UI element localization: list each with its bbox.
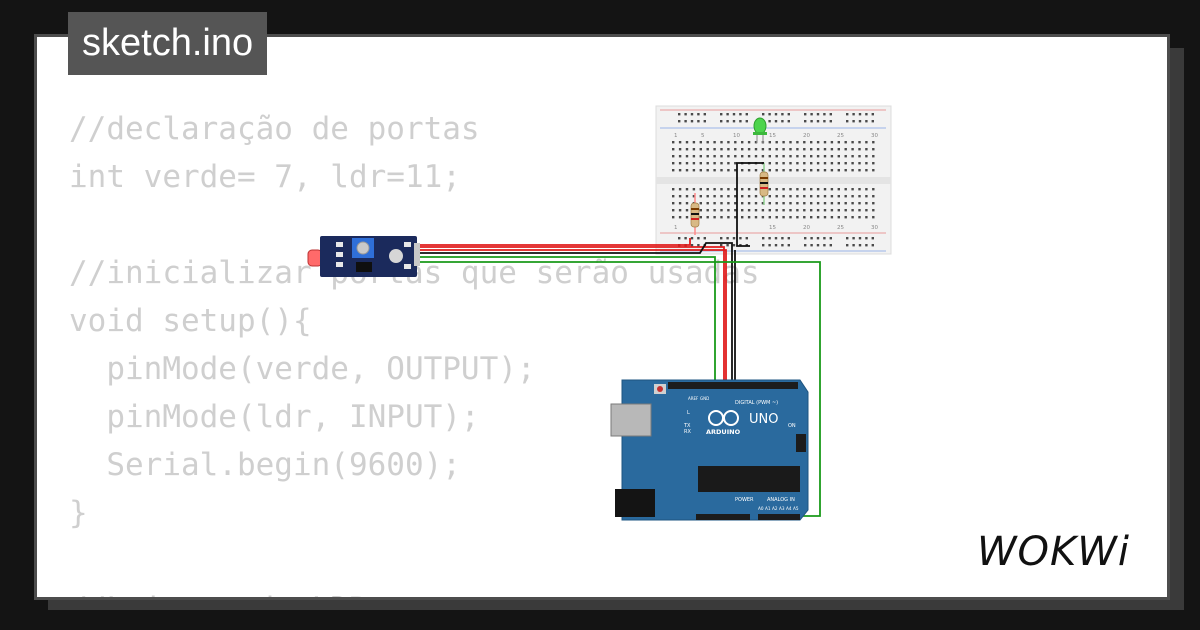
wire-black-led [736,162,764,247]
board-brand: ARDUINO [706,428,741,436]
wires [419,162,821,520]
code-line: pinMode(ldr, INPUT); [69,399,480,435]
power-label: POWER [735,497,754,503]
atmega-chip [698,466,800,492]
tx-label: TX [683,423,691,429]
power-header [696,514,750,520]
wire-black-gnd [419,242,733,520]
bb-col-30: 30 [871,133,878,139]
analog-header [758,514,800,520]
wokwi-logo-text: WOKWi [977,529,1130,575]
analog-label: ANALOG IN [767,497,795,503]
bb-col-25: 25 [837,133,844,139]
rx-label: RX [684,429,691,435]
analog-pin-a5: A5 [793,506,799,511]
code-line: //declaração de portas [69,111,480,147]
board-model: UNO [749,412,778,427]
arduino-infinity-logo [708,410,739,426]
breadboard: 1 5 10 15 20 25 30 1 15 20 25 30 [655,105,892,255]
code-line: int verde= 7, ldr=11; [69,159,461,195]
sensor-led-dot [389,249,403,263]
green-led[interactable] [753,117,767,143]
code-line: //Leitura do LDR [69,585,760,597]
code-line: //inicializar portas que serão usadas [69,255,760,291]
analog-pin-a0: A0 [758,506,764,511]
analog-pin-a3: A3 [779,506,785,511]
bb-col-20: 20 [803,133,810,139]
bb-col-25-bottom: 25 [837,225,844,231]
code-listing: //declaração de portas int verde= 7, ldr=… [69,105,760,597]
aref-label: AREF [688,396,699,401]
l-label: L [687,410,690,416]
bb-col-1: 1 [674,133,678,139]
on-label: ON [788,423,796,429]
resistor-sensor[interactable] [690,193,700,235]
bb-col-15-bottom: 15 [769,225,776,231]
bb-col-20-bottom: 20 [803,225,810,231]
file-title: sketch.ino [68,12,268,75]
bb-col-1-bottom: 1 [674,225,678,231]
power-jack [615,489,655,517]
preview-card: //declaração de portas int verde= 7, ldr=… [34,34,1170,600]
digital-header [668,382,798,389]
code-line: pinMode(verde, OUTPUT); [69,351,536,387]
wire-red-power [419,238,691,246]
wire-green-ldr [419,256,716,384]
bb-col-5: 5 [701,133,705,139]
code-line: } [69,495,88,531]
code-line: Serial.begin(9600); [69,447,461,483]
digital-label: DIGITAL (PWM ~) [735,400,778,406]
bb-col-30-bottom: 30 [871,225,878,231]
wire-green-analog [419,261,821,517]
arduino-uno[interactable]: UNO ARDUINO DIGITAL (PWM ~) ANALOG IN PO… [610,379,809,521]
analog-pin-a4: A4 [786,506,792,511]
wokwi-logo: WOKWi [977,529,1130,575]
bb-col-15: 15 [769,133,776,139]
resistor-led[interactable] [759,163,769,205]
analog-pin-a1: A1 [765,506,771,511]
ldr-icon [307,249,323,267]
analog-pin-a2: A2 [772,506,778,511]
ldr-sensor-module[interactable] [307,236,420,277]
gnd-label: GND [700,396,709,401]
code-line: void setup(){ [69,303,312,339]
bb-col-10: 10 [733,133,740,139]
usb-port [610,403,652,437]
